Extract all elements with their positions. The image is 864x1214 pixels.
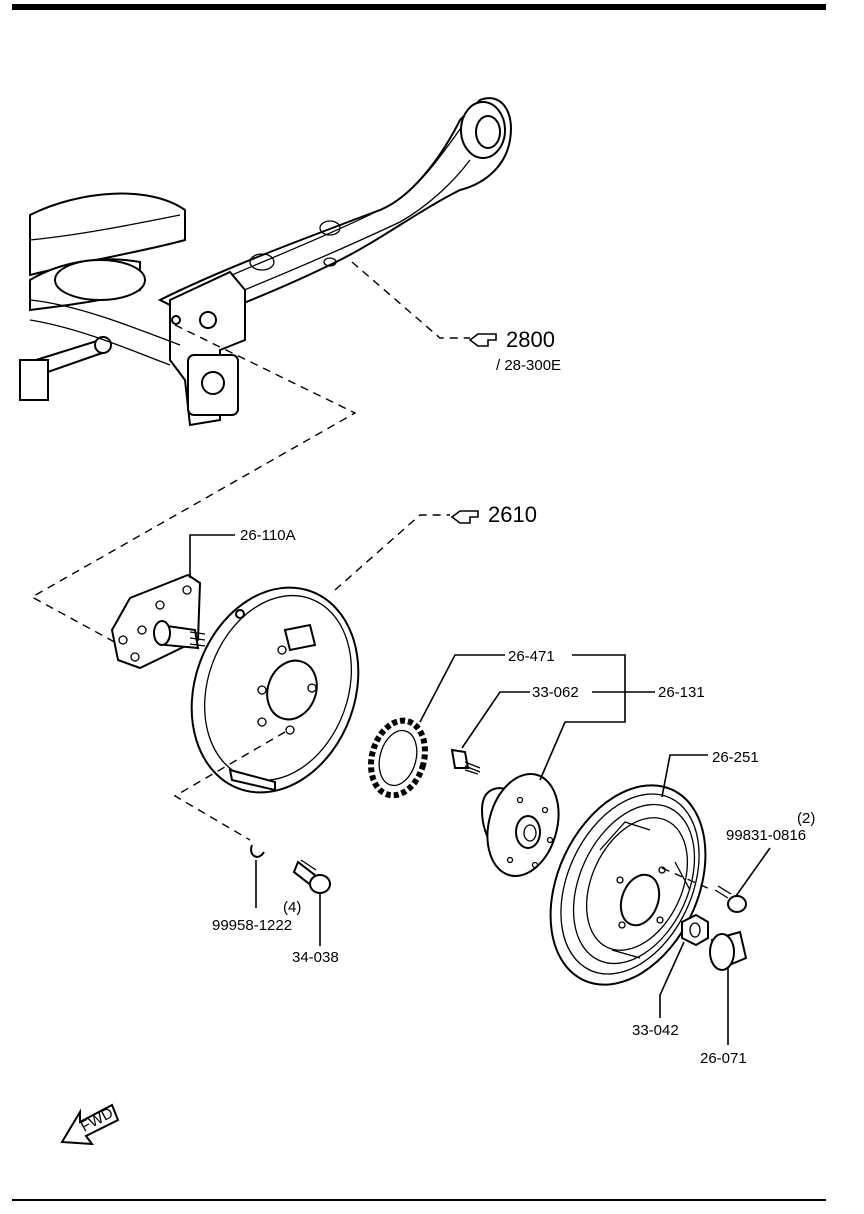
spindle-plate (110, 573, 206, 670)
fwd-arrow-icon: FWD (60, 1103, 120, 1146)
leader-26-471 (419, 654, 505, 723)
callout-26-071[interactable]: 26-071 (700, 1050, 747, 1067)
qty-2[interactable]: (2) (797, 810, 815, 827)
callout-34-038[interactable]: 34-038 (292, 949, 339, 966)
bolt-34-038 (292, 859, 331, 894)
abs-sensor-ring (368, 717, 428, 799)
screw-99831-0816 (714, 885, 747, 913)
callout-33-062[interactable]: 33-062 (532, 684, 579, 701)
clip (250, 844, 265, 858)
leader-2800 (351, 261, 470, 339)
pointing-hand-icon (468, 333, 497, 347)
callout-26-110a[interactable]: 26-110A (240, 527, 296, 544)
leader-26-251 (661, 754, 708, 798)
callout-26-131[interactable]: 26-131 (658, 684, 705, 701)
leader-26-131 (539, 721, 566, 781)
leader-33-062 (461, 691, 530, 749)
lock-nut-33-042 (681, 913, 709, 947)
qty-4[interactable]: (4) (283, 899, 301, 916)
leader-99831-0816 (735, 847, 771, 897)
leader-26-110a (189, 534, 235, 578)
hub-cap-26-071 (709, 930, 748, 971)
leader-33-042 (659, 941, 685, 1018)
callout-2610[interactable]: 2610 (488, 502, 537, 527)
trailing-arm-assembly (18, 97, 512, 427)
top-border (12, 4, 826, 10)
callout-26-471[interactable]: 26-471 (508, 648, 555, 665)
callout-26-251[interactable]: 26-251 (712, 749, 759, 766)
callout-28-300e[interactable]: / 28-300E (496, 357, 561, 374)
callout-99831-0816[interactable]: 99831-0816 (726, 827, 806, 844)
guide-line-drum (661, 867, 713, 891)
guide-line-bracket (30, 324, 357, 646)
hub-bolt-33-062 (450, 748, 481, 775)
callout-2800[interactable]: 2800 (506, 327, 555, 352)
guide-line-clip (173, 731, 286, 841)
callout-33-042[interactable]: 33-042 (632, 1022, 679, 1039)
pointing-hand-icon (450, 510, 479, 524)
callout-99958-1222[interactable]: 99958-1222 (212, 917, 292, 934)
brake-backing-plate (190, 586, 360, 794)
wheel-hub (480, 773, 560, 877)
bracket-26-471-131 (565, 654, 626, 723)
brake-drum (549, 784, 707, 986)
leader-2610 (334, 514, 450, 591)
